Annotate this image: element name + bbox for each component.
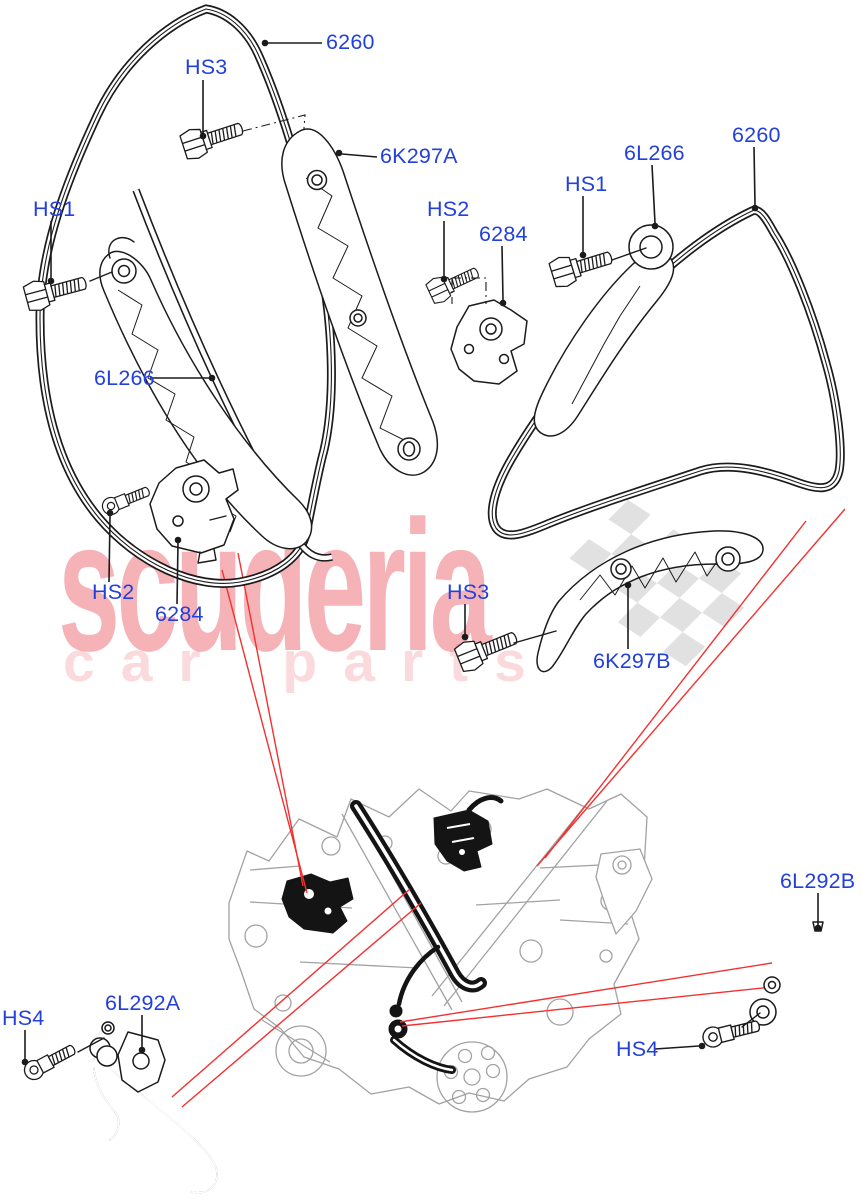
callout-dot xyxy=(199,132,207,140)
chain-guide-6l266-right xyxy=(533,224,675,437)
callout-dot xyxy=(21,1058,29,1066)
callout-dot xyxy=(335,149,343,157)
installed-oil-jet xyxy=(389,1004,403,1018)
chain-guide-6l266-left xyxy=(99,237,313,550)
bolt-hs1-right xyxy=(547,242,617,291)
red-reference-lines-group xyxy=(171,508,846,1108)
callout-dot xyxy=(624,581,632,589)
red-reference-line xyxy=(181,902,422,1108)
chain-guide-6k297b xyxy=(536,530,764,673)
callout-leader-line xyxy=(651,164,656,224)
red-reference-line xyxy=(171,888,411,1098)
callout-leader-lines-group xyxy=(21,39,822,1066)
exploded-parts xyxy=(20,4,845,1194)
crank-sprocket xyxy=(436,1041,508,1113)
callout-dot xyxy=(461,633,469,641)
engine-front-view xyxy=(228,788,653,1113)
red-reference-line xyxy=(237,552,304,887)
callout-dot xyxy=(174,536,182,544)
red-reference-line xyxy=(401,986,773,1027)
installed-tensioner xyxy=(281,873,354,934)
callout-dot xyxy=(814,924,822,932)
red-reference-line xyxy=(221,569,308,894)
bolt-hs3-top xyxy=(178,113,248,163)
engine-bracket xyxy=(595,848,653,935)
callout-dot xyxy=(138,1046,146,1054)
watermark-tagline-text: car parts xyxy=(63,630,552,694)
callout-dot xyxy=(47,277,55,285)
oil-jet-tube-6l292b xyxy=(749,921,824,1026)
callout-dot xyxy=(579,251,587,259)
bolt-hs1-left xyxy=(21,267,91,314)
callout-leader-line xyxy=(501,245,504,301)
red-reference-line xyxy=(536,508,846,867)
callout-leader-line xyxy=(176,542,179,605)
red-reference-line xyxy=(399,962,773,1023)
callout-dot xyxy=(651,222,659,230)
callout-dot xyxy=(751,204,759,212)
callout-dot xyxy=(208,374,216,382)
tensioner-6284-middle xyxy=(450,299,528,385)
bolt-hs2-middle xyxy=(424,259,484,307)
chain-guide-6k297a xyxy=(242,114,439,476)
callout-dot xyxy=(106,509,114,517)
callout-leader-line xyxy=(654,1045,700,1050)
bolt-hs4-right xyxy=(700,1015,763,1050)
callout-leader-line xyxy=(108,515,111,583)
callout-dot xyxy=(698,1042,706,1050)
callout-dot xyxy=(499,299,507,307)
callout-leader-line xyxy=(341,153,378,158)
tensioner-6284-left xyxy=(149,459,239,564)
red-reference-line xyxy=(544,520,807,859)
bolt-hs4-left xyxy=(20,1039,80,1084)
callout-leader-line xyxy=(753,146,756,206)
callout-dot xyxy=(261,39,269,47)
idler-pulley xyxy=(275,1025,327,1077)
oil-jet-6l292a xyxy=(89,1021,218,1194)
callout-dot xyxy=(440,275,448,283)
